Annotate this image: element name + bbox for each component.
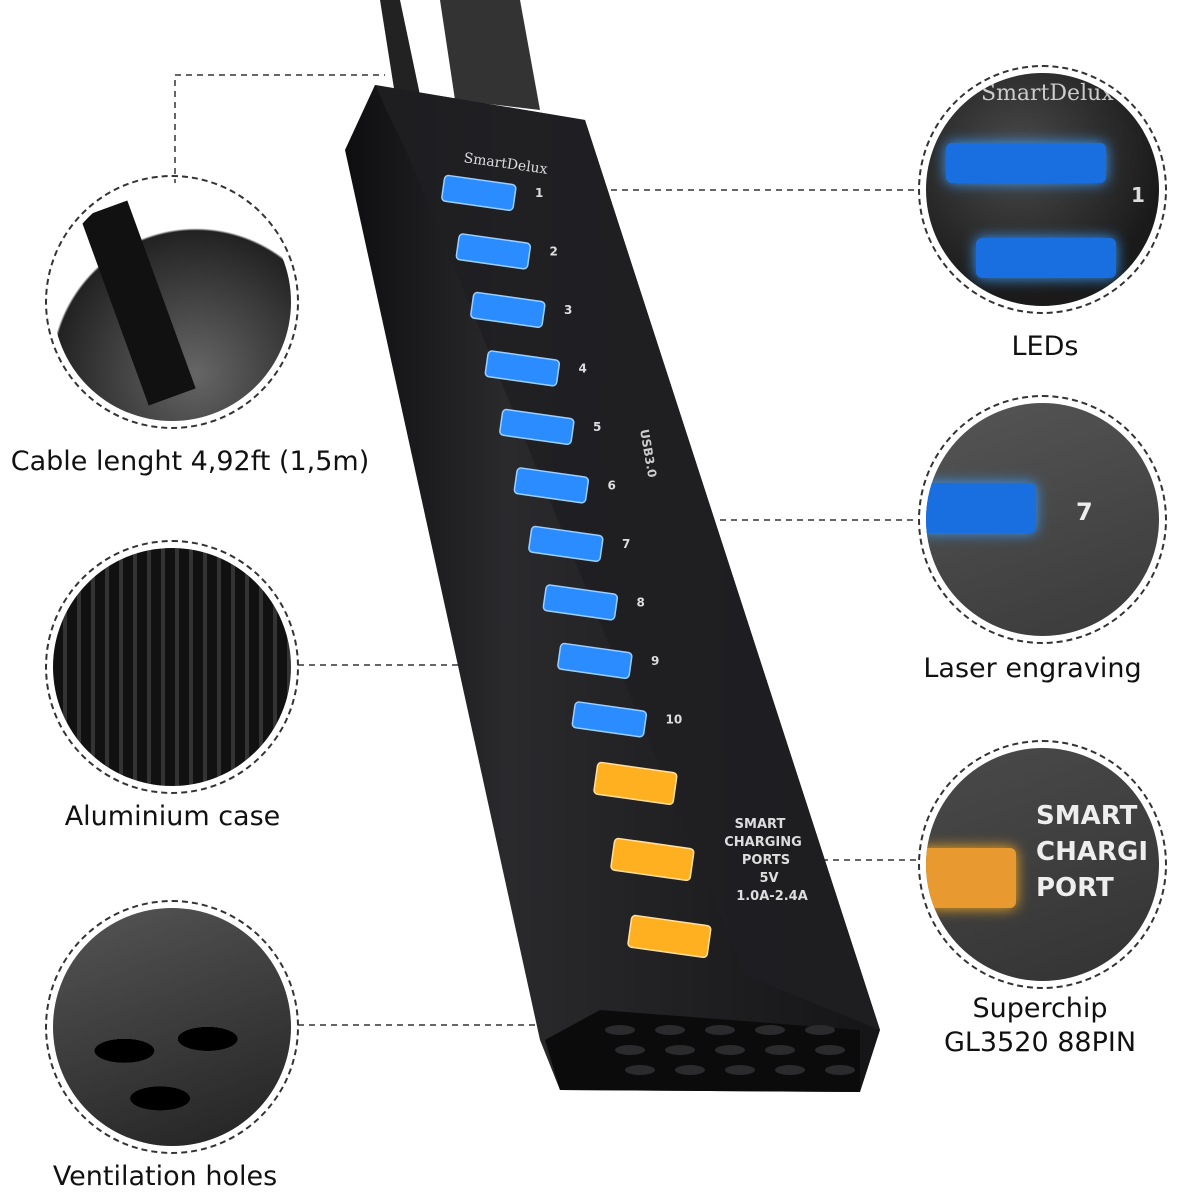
port-number-4: 4 bbox=[579, 362, 587, 376]
charging-label-line: 1.0A-2.4A bbox=[736, 889, 808, 904]
leds-detail-brand: SmartDelux bbox=[981, 81, 1114, 106]
port-number-7: 7 bbox=[622, 537, 630, 551]
vent-hole bbox=[655, 1025, 685, 1035]
vent-hole bbox=[615, 1045, 645, 1055]
led-port bbox=[946, 143, 1106, 183]
ventilation-label: Ventilation holes bbox=[52, 1161, 278, 1192]
port-number-5: 5 bbox=[593, 420, 601, 434]
vent-hole bbox=[605, 1025, 635, 1035]
port-number-1: 1 bbox=[535, 186, 543, 200]
usb-port-7 bbox=[528, 525, 604, 562]
aluminium-label: Aluminium case bbox=[64, 801, 281, 832]
vent-hole bbox=[675, 1065, 705, 1075]
charging-label-line: 5V bbox=[759, 871, 778, 886]
aluminium-detail-circle bbox=[45, 540, 299, 794]
port-number-2: 2 bbox=[550, 245, 558, 259]
vent-hole bbox=[805, 1025, 835, 1035]
usb-port-10 bbox=[571, 701, 648, 738]
usb-port-8 bbox=[542, 584, 619, 621]
charging-port-2 bbox=[610, 837, 695, 882]
charging-label-line: PORTS bbox=[742, 853, 790, 868]
usb-port-9 bbox=[557, 642, 633, 679]
vent-hole bbox=[625, 1065, 655, 1075]
charging-label-line: SMART bbox=[735, 817, 786, 832]
leds-detail-circle: SmartDelux 1 bbox=[918, 65, 1167, 314]
usb-port-6 bbox=[513, 467, 590, 504]
usb-port-2 bbox=[455, 233, 532, 270]
charging-port-1 bbox=[593, 761, 678, 806]
charging-label-line: CHARGING bbox=[724, 835, 802, 850]
port-number-10: 10 bbox=[666, 713, 683, 727]
usb-port-1 bbox=[441, 174, 517, 211]
superchip-label: Superchip GL3520 88PIN bbox=[920, 992, 1160, 1060]
vent-hole bbox=[665, 1045, 695, 1055]
led-port bbox=[926, 483, 1036, 533]
superchip-detail-text: SMART bbox=[1036, 801, 1138, 831]
usb-cable bbox=[440, 0, 540, 110]
superchip-detail-circle: SMART CHARGI PORT bbox=[918, 740, 1167, 989]
port-number-6: 6 bbox=[608, 479, 616, 493]
cable-detail-circle bbox=[45, 175, 299, 429]
leds-detail-number: 1 bbox=[1131, 183, 1145, 207]
leds-label: LEDs bbox=[1011, 331, 1079, 362]
superchip-detail-text: PORT bbox=[1036, 873, 1114, 903]
laser-detail-number: 7 bbox=[1076, 498, 1093, 526]
vent-hole bbox=[825, 1065, 855, 1075]
vent-hole bbox=[775, 1065, 805, 1075]
cable-connector bbox=[174, 74, 385, 185]
vent-hole bbox=[815, 1045, 845, 1055]
usb-port-4 bbox=[484, 350, 561, 387]
port-number-3: 3 bbox=[564, 303, 572, 317]
port-number-8: 8 bbox=[637, 596, 645, 610]
led-port bbox=[976, 238, 1116, 278]
cable-plug bbox=[80, 200, 196, 406]
ventilation-detail-circle bbox=[45, 900, 299, 1154]
port-number-9: 9 bbox=[651, 654, 659, 668]
vent-hole bbox=[715, 1045, 745, 1055]
superchip-detail-text: CHARGI bbox=[1036, 837, 1148, 867]
vent-hole bbox=[725, 1065, 755, 1075]
superchip-line1: Superchip bbox=[972, 993, 1108, 1024]
laser-detail-circle: 7 bbox=[918, 395, 1167, 644]
superchip-line2: GL3520 88PIN bbox=[943, 1027, 1137, 1058]
laser-label: Laser engraving bbox=[923, 653, 1142, 684]
power-cable bbox=[380, 0, 420, 95]
usb-port-5 bbox=[499, 408, 575, 445]
usb-port-3 bbox=[470, 291, 546, 328]
orange-port bbox=[926, 848, 1016, 908]
charging-port-3 bbox=[627, 914, 712, 959]
vent-hole bbox=[755, 1025, 785, 1035]
cable-label: Cable lenght 4,92ft (1,5m) bbox=[10, 446, 370, 477]
vent-hole bbox=[765, 1045, 795, 1055]
vent-hole bbox=[705, 1025, 735, 1035]
